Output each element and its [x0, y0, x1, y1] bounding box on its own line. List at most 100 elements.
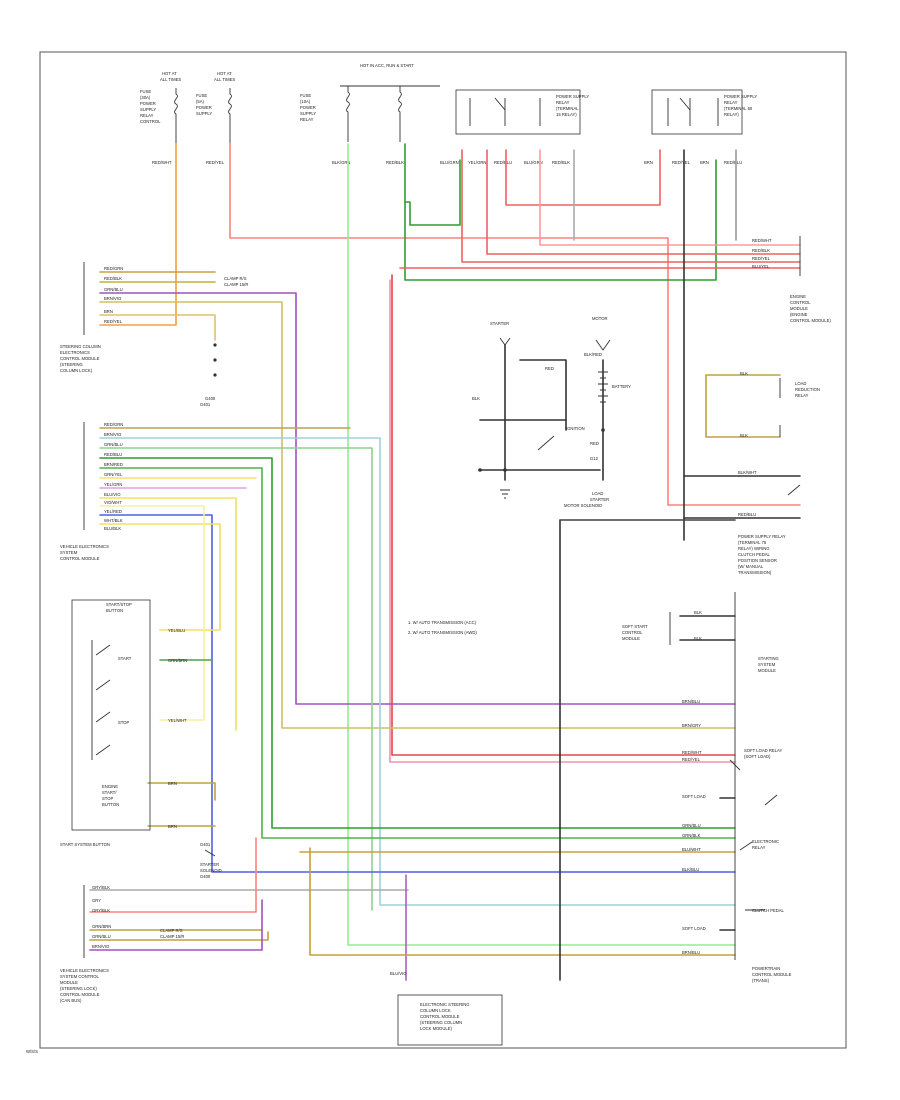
corner-tag: W/S/S — [26, 1049, 38, 1054]
load-label-3: RELAY — [795, 393, 809, 398]
top-tag-4: RED/BLK — [386, 160, 404, 165]
wire-scc-4 — [99, 301, 736, 729]
relay-2-coil — [667, 97, 719, 126]
ss-wire-3: YEL/WHT — [168, 718, 187, 723]
ssm-label-2: CONTROL — [622, 630, 643, 635]
clutch-wire-2: RED/BLU — [738, 512, 756, 517]
starter-node-2 — [478, 468, 482, 472]
pcm-wire-4: RED/YEL — [682, 757, 701, 762]
velm-label-3: MODULE — [60, 980, 78, 985]
clutch-label-2: (TERMINAL 75 — [738, 540, 767, 545]
fuse-b-label-5: POWER — [196, 105, 212, 110]
steering-lock-module: BLU/VIO ELECTRONIC STEERING COLUMN LOCK … — [390, 971, 503, 1046]
fuse-b-label-4: (5A) — [196, 99, 205, 104]
fuse-a-label-3: FUSE — [140, 89, 151, 94]
velm-label-4: (STEERING LOCK) — [60, 986, 97, 991]
fuse-b-label-6: SUPPLY — [196, 111, 212, 116]
pcm-caption-2: CONTROL MODULE — [752, 972, 792, 977]
wire-ss-2 — [147, 782, 216, 801]
wire-bc-2 — [309, 847, 736, 956]
pcm-relay-switch-1 — [729, 759, 778, 806]
vec-pin-4: RED/BLU — [104, 452, 122, 457]
notes: 1. W/ AUTO TRANSMISSION (ACC) 2. W/ AUTO… — [408, 620, 477, 635]
vec-pin-7: YEL/GRN — [104, 482, 122, 487]
pcm-relay-switch-2 — [739, 841, 765, 911]
clutch-label-5: POSITION SENSOR — [738, 558, 777, 563]
steering-column-connector: RED/GRN RED/BLK GRN/BLU BRN/VIO BRN RED/… — [60, 262, 248, 373]
clutch-label-3: RELAY) WIRING — [738, 546, 770, 551]
wire-red-relay-3 — [505, 149, 661, 206]
ss-label-5: ENGINE — [102, 784, 118, 789]
scc-label-4: (STEERING — [60, 362, 83, 367]
ss-label-7: STOP — [102, 796, 114, 801]
fuse-c-label-3: (10A) — [300, 99, 311, 104]
load-reduction-relay: BLK BLK LOAD REDUCTION RELAY — [740, 371, 820, 438]
relay-1-label-3: (TERMINAL — [556, 106, 579, 111]
top-tag-5: BLU/GRN — [440, 160, 459, 165]
pcm-wire-8: BLU/WHT — [682, 847, 701, 852]
ss-wire-5: BRN — [168, 824, 177, 829]
ssm-label-3: MODULE — [622, 636, 640, 641]
fuse-c: HOT IN ACC, RUN & START FUSE (10A) POWER… — [300, 63, 440, 142]
velm-label-2: SYSTEM CONTROL — [60, 974, 100, 979]
starter-label-8: IGNITION — [566, 426, 585, 431]
wire-pink-7 — [389, 279, 736, 763]
load-label-2: REDUCTION — [795, 387, 820, 392]
starter-wire-1: BLK — [472, 396, 480, 401]
wire-cc-3 — [99, 447, 373, 911]
top-tag-6: YEL/GRN — [468, 160, 486, 165]
wire-blm-4 — [89, 931, 269, 941]
top-tag-8: BLU/GRN — [524, 160, 543, 165]
vehicle-electronics-module-bottom: GRY/BLK GRY GRY/BLK GRN/BRN GRN/BLU BRN/… — [60, 885, 184, 1003]
relay-1-label-4: 15 RELAY) — [556, 112, 577, 117]
pcm-aux-3: ELECTRONIC — [752, 839, 779, 844]
wire-cc-10 — [99, 523, 221, 631]
ssg-switch — [204, 849, 216, 857]
relay-2-box — [651, 89, 743, 135]
ecm-label-1: ENGINE — [790, 294, 806, 299]
relay-2-label-2: RELAY — [724, 100, 738, 105]
vec-pin-8: BLU/VIO — [104, 492, 121, 497]
slm-label-2: COLUMN LOCK — [420, 1008, 451, 1013]
top-tag-1: RED/WHT — [152, 160, 172, 165]
ssm-wire-2: BLK — [694, 636, 702, 641]
velm-pin-1: GRY/BLK — [92, 885, 110, 890]
fuse-a-label-1: HOT AT — [162, 71, 177, 76]
ss-label-3: START — [118, 656, 132, 661]
fuse-c-symbol-1 — [346, 86, 350, 142]
velm-pin-6: BRN/VIO — [92, 944, 110, 949]
fuse-b: HOT AT ALL TIMES FUSE (5A) POWER SUPPLY — [196, 71, 235, 144]
load-label-1: LOAD — [795, 381, 806, 386]
pcm-aux-4: RELAY — [752, 845, 766, 850]
ssg-label-4: G400 — [200, 874, 211, 879]
top-tag-9: RED/BLK — [552, 160, 570, 165]
starter-wire-4: RED — [590, 441, 599, 446]
slm-label-5: LOCK MODULE) — [420, 1026, 452, 1031]
fuse-a-label-7: RELAY — [140, 113, 154, 118]
clutch-label-6: (W/ MANUAL — [738, 564, 764, 569]
starter-symbol — [499, 337, 611, 351]
battery-coil — [598, 371, 608, 403]
pcm-label-1: STARTING — [758, 656, 779, 661]
pcm-caption-3: (TRANS) — [752, 978, 770, 983]
ss-wire-4: BRN — [168, 781, 177, 786]
clutch-label-4: CLUTCH PEDAL — [738, 552, 771, 557]
ecm-label-3: MODULE — [790, 306, 808, 311]
fuse-a-label-4: (30A) — [140, 95, 151, 100]
pcm-label-2: SYSTEM — [758, 662, 776, 667]
scc-pin-3: GRN/BLU — [104, 287, 123, 292]
pcm-wire-10: SOFT LOAD — [682, 926, 706, 931]
start-stop-button: START/STOP BUTTON YEL/BLU GRN/BRN YEL/WH… — [60, 599, 187, 847]
fuse-c-label-2: FUSE — [300, 93, 311, 98]
pcm-wire-2: BRN/GRY — [682, 723, 701, 728]
starter-area: STARTER MOTOR BATTERY G12 LOAD STARTER M… — [472, 316, 631, 508]
fuse-c-label-4: POWER — [300, 105, 316, 110]
wire-red-fuse-b — [229, 143, 801, 506]
fuse-b-label-3: FUSE — [196, 93, 207, 98]
scc-pin-6: RED/YEL — [104, 319, 123, 324]
fuse-b-label-1: HOT AT — [217, 71, 232, 76]
velm-out-2: CLAMP 15/R — [160, 934, 184, 939]
ground-pt-1: G400 — [205, 396, 216, 401]
ssm-wire-1: BLK — [694, 610, 702, 615]
